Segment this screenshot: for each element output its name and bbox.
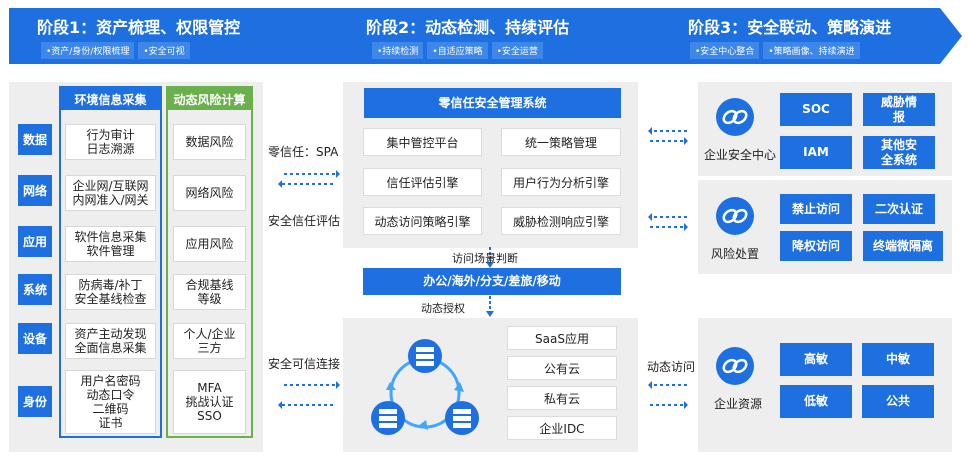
deploy-private-cloud: 私有云 xyxy=(507,386,617,410)
risk-item: 应用风险 xyxy=(173,226,246,262)
row-label-data: 数据 xyxy=(18,124,52,155)
resource-label: 企业资源 xyxy=(713,397,762,411)
stage-2-tag: •自适应策略 xyxy=(427,42,488,59)
deploy-public-cloud: 公有云 xyxy=(507,356,617,380)
risk-handling-label: 风险处置 xyxy=(710,247,759,261)
risk-action: 二次认证 xyxy=(863,194,935,224)
stage-2-banner: 阶段2：动态检测、持续评估 •持续检测 •自适应策略 •安全运营 xyxy=(312,8,652,64)
risk-item: MFA 挑战认证 SSO xyxy=(173,370,246,434)
spa-label: 零信任：SPA xyxy=(268,145,339,159)
scene-bar: 办公/海外/分支/差旅/移动 xyxy=(363,268,621,295)
env-item: 企业网/互联网 内网准入/网关 xyxy=(65,175,156,211)
resource-level: 高敏 xyxy=(780,343,852,376)
risk-item: 个人/企业 三方 xyxy=(173,323,246,359)
stage-1-tag: •资产/身份/权限梳理 xyxy=(41,42,135,59)
stage-3-tag: •安全中心整合 xyxy=(690,42,760,59)
trust-eval-label: 安全信任评估 xyxy=(268,214,341,228)
resource-level: 低敏 xyxy=(780,385,852,418)
env-item: 资产主动发现 全面信息采集 xyxy=(65,323,156,359)
down-arrow-icon xyxy=(486,296,494,317)
risk-action: 禁止访问 xyxy=(780,194,852,224)
soc-item: IAM xyxy=(780,136,852,169)
stage-3-title: 阶段3：安全联动、策略演进 xyxy=(688,18,892,37)
stage-1-tag: •安全可视 xyxy=(138,42,190,59)
bidirectional-arrow-icon xyxy=(648,213,688,231)
bidirectional-arrow-icon xyxy=(278,381,340,409)
dyn-auth-label: 动态授权 xyxy=(421,302,465,315)
row-label-network: 网络 xyxy=(18,175,52,206)
risk-action: 降权访问 xyxy=(780,231,852,261)
stage-1-title: 阶段1：资产梳理、权限管控 xyxy=(37,18,241,37)
env-collect-column: 环境信息采集 行为审计 日志溯源 企业网/互联网 内网准入/网关 软件信息采集 … xyxy=(59,86,162,438)
link-icon xyxy=(716,98,754,136)
stage-1-banner: 阶段1：资产梳理、权限管控 •资产/身份/权限梳理 •安全可视 xyxy=(9,8,339,64)
risk-calc-title: 动态风险计算 xyxy=(168,88,251,110)
link-icon xyxy=(716,347,754,385)
stage-3-tag: •策略画像、持续演进 xyxy=(763,42,860,59)
env-item: 行为审计 日志溯源 xyxy=(65,124,156,160)
risk-item: 合规基线 等级 xyxy=(173,274,246,310)
link-icon xyxy=(716,197,754,235)
soc-item: 威胁情 报 xyxy=(863,93,935,126)
trusted-conn-label: 安全可信连接 xyxy=(268,357,341,371)
module-threat-engine: 威胁检测响应引擎 xyxy=(501,207,621,235)
zt-system-title: 零信任安全管理系统 xyxy=(364,88,621,118)
risk-action: 终端微隔离 xyxy=(863,231,943,261)
env-item: 防病毒/补丁 安全基线检查 xyxy=(65,274,156,310)
deploy-idc: 企业IDC xyxy=(507,416,617,440)
row-label-app: 应用 xyxy=(18,226,52,257)
bidirectional-arrow-icon xyxy=(278,170,340,188)
risk-calc-column: 动态风险计算 数据风险 网络风险 应用风险 合规基线 等级 个人/企业 三方 M… xyxy=(166,86,253,438)
env-collect-title: 环境信息采集 xyxy=(61,88,160,110)
soc-panel-label: 企业安全中心 xyxy=(703,148,776,162)
env-item: 软件信息采集 软件管理 xyxy=(65,226,156,262)
server-icon xyxy=(445,401,479,435)
scene-judge-label: 访问场景判断 xyxy=(452,252,518,265)
server-icon xyxy=(371,401,405,435)
module-policy-mgmt: 统一策略管理 xyxy=(501,128,621,156)
risk-item: 数据风险 xyxy=(173,124,246,160)
module-central-control: 集中管控平台 xyxy=(363,128,482,156)
row-label-identity: 身份 xyxy=(18,386,52,417)
resource-level: 中敏 xyxy=(862,343,934,376)
module-ueba-engine: 用户行为分析引擎 xyxy=(501,168,621,196)
server-cycle-graphic xyxy=(371,339,479,435)
row-label-device: 设备 xyxy=(18,323,52,354)
dyn-access-label: 动态访问 xyxy=(647,360,696,374)
module-trust-engine: 信任评估引擎 xyxy=(363,168,482,196)
module-access-policy-engine: 动态访问策略引擎 xyxy=(363,207,482,235)
stage-2-tag: •持续检测 xyxy=(372,42,424,59)
risk-item: 网络风险 xyxy=(173,175,246,211)
bidirectional-arrow-icon xyxy=(648,127,688,145)
server-icon xyxy=(408,339,442,373)
soc-item: SOC xyxy=(780,93,852,126)
env-item: 用户名密码 动态口令 二维码 证书 xyxy=(65,370,156,434)
bidirectional-arrow-icon xyxy=(648,381,688,409)
down-arrow-icon xyxy=(486,247,494,268)
row-label-system: 系统 xyxy=(18,274,52,305)
soc-item: 其他安 全系统 xyxy=(863,136,935,169)
stage-3-banner: 阶段3：安全联动、策略演进 •安全中心整合 •策略画像、持续演进 xyxy=(626,8,962,64)
deploy-saas: SaaS应用 xyxy=(507,326,617,350)
stage-2-tag: •安全运营 xyxy=(491,42,543,59)
stage-2-title: 阶段2：动态检测、持续评估 xyxy=(366,18,570,37)
resource-level: 公共 xyxy=(862,385,934,418)
